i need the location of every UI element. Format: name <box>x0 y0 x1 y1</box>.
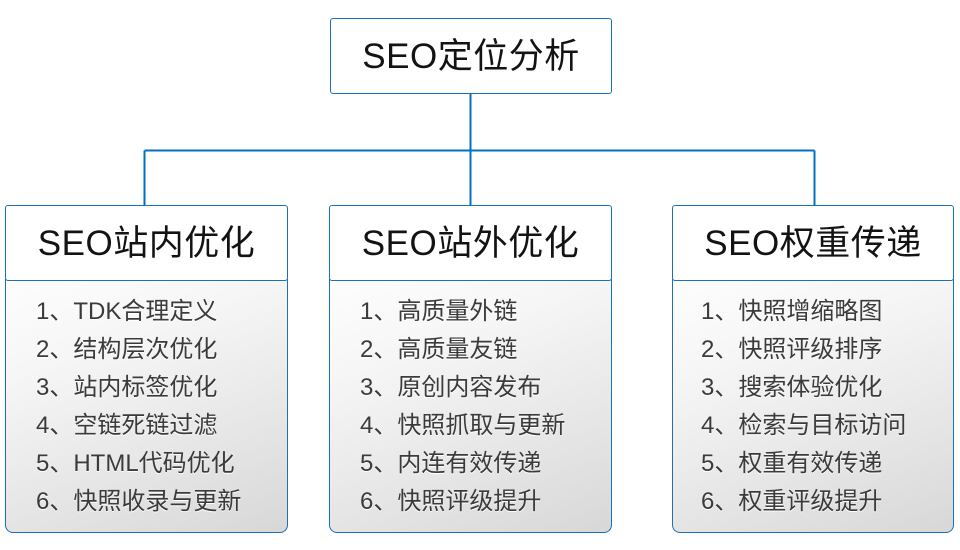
branch-header-weight-transfer: SEO权重传递 <box>672 205 954 281</box>
list-item: 1、TDK合理定义 <box>36 298 218 325</box>
root-node-seo-positioning-analysis: SEO定位分析 <box>330 18 612 94</box>
list-item: 4、快照抓取与更新 <box>360 412 566 439</box>
branch-body-offsite: 1、高质量外链 2、高质量友链 3、原创内容发布 4、快照抓取与更新 5、内连有… <box>329 279 612 533</box>
branch-header-title: SEO站内优化 <box>37 223 256 263</box>
branch-header-title: SEO权重传递 <box>704 223 922 263</box>
branch-column-weight-transfer: SEO权重传递 1、快照增缩略图 2、快照评级排序 3、搜索体验优化 4、检索与… <box>672 205 954 533</box>
list-item: 6、快照收录与更新 <box>36 488 242 515</box>
list-item: 4、检索与目标访问 <box>701 412 907 439</box>
branch-item-list-weight-transfer: 1、快照增缩略图 2、快照评级排序 3、搜索体验优化 4、检索与目标访问 5、权… <box>673 293 953 521</box>
list-item: 4、空链死链过滤 <box>36 412 218 439</box>
list-item: 3、原创内容发布 <box>360 374 542 401</box>
branch-header-onsite: SEO站内优化 <box>5 205 288 281</box>
branch-item-list-onsite: 1、TDK合理定义 2、结构层次优化 3、站内标签优化 4、空链死链过滤 5、H… <box>6 293 287 521</box>
list-item: 2、高质量友链 <box>360 336 518 363</box>
branch-header-offsite: SEO站外优化 <box>329 205 612 281</box>
list-item: 3、站内标签优化 <box>36 374 218 401</box>
list-item: 5、内连有效传递 <box>360 450 542 477</box>
branch-body-onsite: 1、TDK合理定义 2、结构层次优化 3、站内标签优化 4、空链死链过滤 5、H… <box>5 279 288 533</box>
branch-column-onsite: SEO站内优化 1、TDK合理定义 2、结构层次优化 3、站内标签优化 4、空链… <box>5 205 288 533</box>
root-node-title: SEO定位分析 <box>362 36 580 76</box>
branch-header-title: SEO站外优化 <box>361 223 580 263</box>
branch-item-list-offsite: 1、高质量外链 2、高质量友链 3、原创内容发布 4、快照抓取与更新 5、内连有… <box>330 293 611 521</box>
branch-body-weight-transfer: 1、快照增缩略图 2、快照评级排序 3、搜索体验优化 4、检索与目标访问 5、权… <box>672 279 954 533</box>
list-item: 6、权重评级提升 <box>701 488 883 515</box>
list-item: 2、快照评级排序 <box>701 336 883 363</box>
list-item: 3、搜索体验优化 <box>701 374 883 401</box>
list-item: 5、HTML代码优化 <box>36 450 235 477</box>
list-item: 2、结构层次优化 <box>36 336 218 363</box>
list-item: 5、权重有效传递 <box>701 450 883 477</box>
list-item: 1、快照增缩略图 <box>701 298 883 325</box>
list-item: 6、快照评级提升 <box>360 488 542 515</box>
list-item: 1、高质量外链 <box>360 298 518 325</box>
branch-column-offsite: SEO站外优化 1、高质量外链 2、高质量友链 3、原创内容发布 4、快照抓取与… <box>329 205 612 533</box>
